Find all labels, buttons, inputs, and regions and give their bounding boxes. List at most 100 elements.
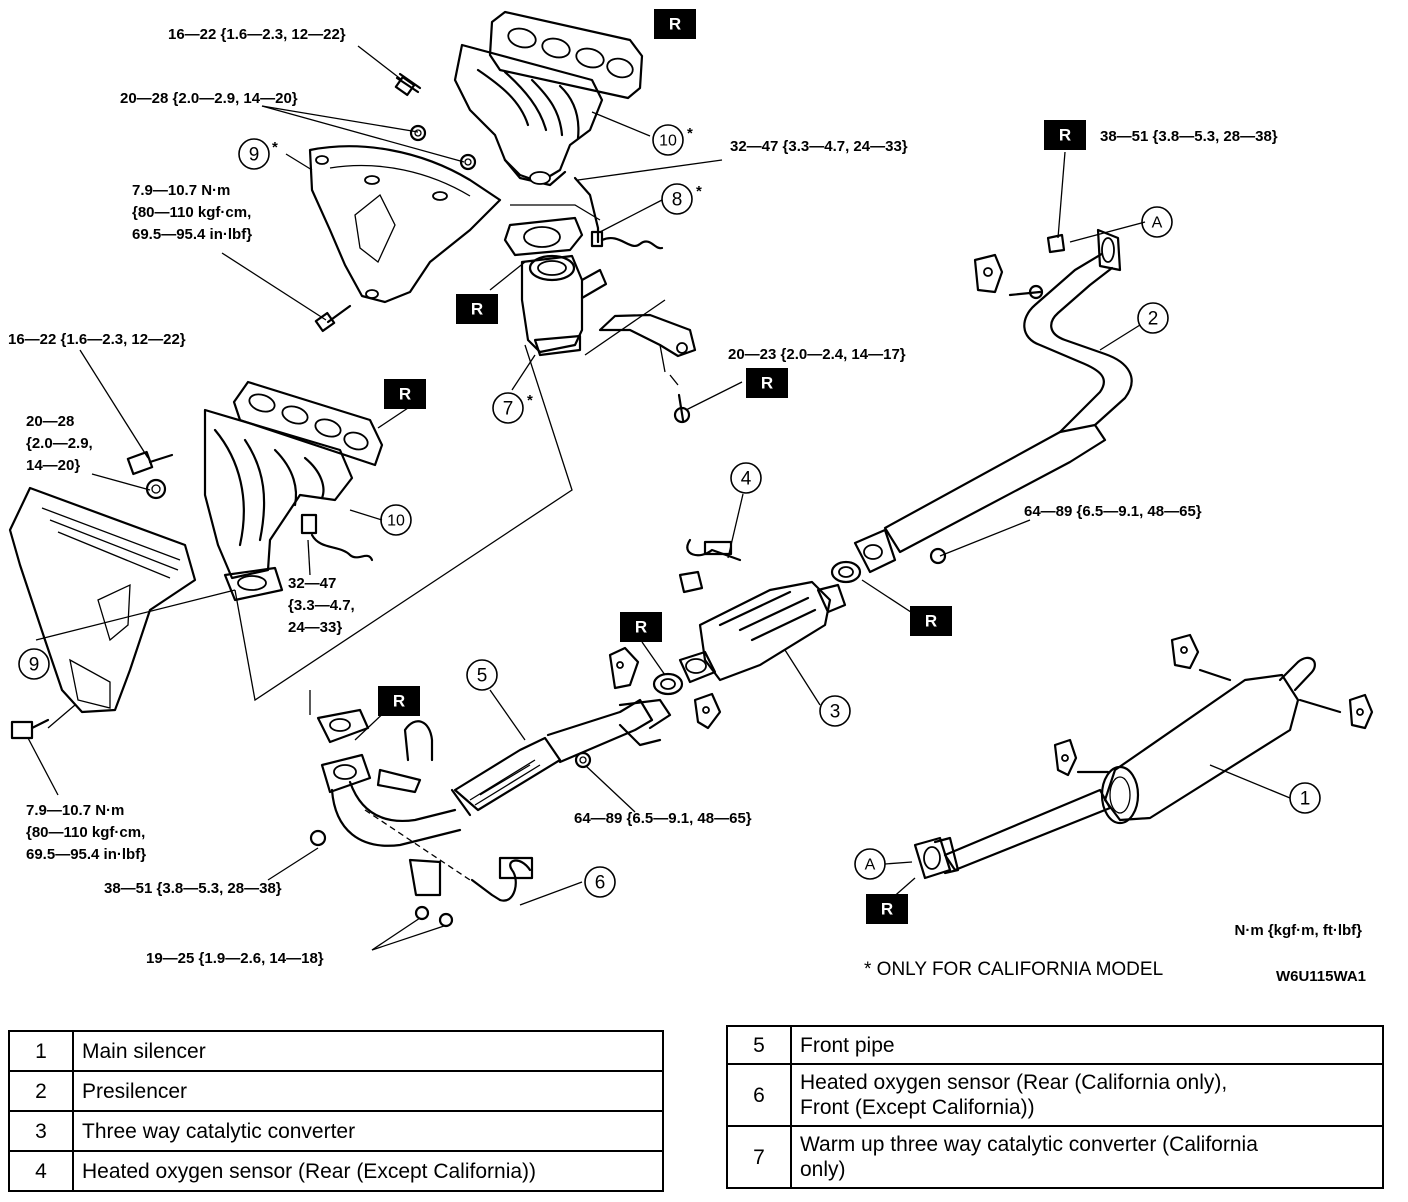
torque-spec-label: 20—28 {2.0—2.9, 14—20} xyxy=(120,90,298,107)
svg-text:R: R xyxy=(761,374,773,393)
svg-text:5: 5 xyxy=(477,666,488,687)
lower-oxygen-sensor xyxy=(300,513,374,562)
svg-text:20—28 {2.0—2.9, 14—20}: 20—28 {2.0—2.9, 14—20} xyxy=(120,90,298,107)
svg-text:3: 3 xyxy=(830,702,841,723)
callout-7: 7* xyxy=(492,392,533,424)
lower-exhaust-manifold xyxy=(203,408,354,602)
part-name: Main silencer xyxy=(72,1030,664,1072)
replace-marker-icon: R xyxy=(620,612,662,642)
part-number: 7 xyxy=(726,1125,792,1189)
warm-up-three-way-catalytic-converter xyxy=(520,254,608,357)
table-row: 5 Front pipe xyxy=(726,1025,1384,1065)
hanger-rod xyxy=(1076,668,1342,774)
svg-text:20—28 {2.0—2.9, 14: 20—28 {2.0—2.9, 14—20} xyxy=(26,413,97,474)
callout-a-lower: A xyxy=(854,848,886,880)
svg-text:10: 10 xyxy=(659,133,677,150)
callout-1: 1 xyxy=(1289,782,1321,814)
table-row: 3 Three way catalytic converter xyxy=(8,1110,664,1152)
nut-icon xyxy=(929,547,947,565)
view-divider xyxy=(234,344,573,715)
svg-text:*: * xyxy=(687,125,693,142)
svg-text:*: * xyxy=(696,183,702,200)
oxygen-sensor-8 xyxy=(573,176,664,250)
part-number: 5 xyxy=(726,1025,792,1065)
presilencer xyxy=(853,228,1133,574)
svg-text:64—89 {6.5—9.1, 48—65}: 64—89 {6.5—9.1, 48—65} xyxy=(574,810,752,827)
bolt-icon xyxy=(394,72,422,97)
svg-text:10: 10 xyxy=(387,513,405,530)
rubber-hanger-icon xyxy=(693,692,722,730)
svg-text:16—22 {1.6—2.3, 12—22}: 16—22 {1.6—2.3, 12—22} xyxy=(8,331,186,348)
replace-marker-icon: R xyxy=(1044,120,1086,150)
torque-spec-label: 38—51 {3.8—5.3, 28—38} xyxy=(1100,128,1278,145)
warm-up-catalytic-converter-gasket xyxy=(503,216,584,257)
nut-icon xyxy=(574,751,592,769)
part-name: Warm up three way catalytic converter (C… xyxy=(790,1125,1384,1189)
svg-text:R: R xyxy=(471,300,483,319)
replace-marker-icon: R xyxy=(654,9,696,39)
svg-text:7.9—10.7 N·m {80—110 kgf: 7.9—10.7 N·m {80—110 kgf·cm, 69.5—95.4 i… xyxy=(132,182,255,243)
svg-text:2: 2 xyxy=(1148,309,1159,330)
nut-icon xyxy=(459,153,477,171)
part-name-line: only) xyxy=(800,1158,846,1181)
rubber-hanger-icon xyxy=(1348,693,1374,730)
replace-marker-icon: R xyxy=(384,379,426,409)
svg-text:32—47 {3.3—4.7, 24: 32—47 {3.3—4.7, 24—33} xyxy=(288,575,359,636)
callout-8: 8* xyxy=(661,183,702,215)
svg-text:38—51 {3.8—5.3, 28—38}: 38—51 {3.8—5.3, 28—38} xyxy=(1100,128,1278,145)
callout-9-upper: 9* xyxy=(238,138,278,170)
table-row: 4 Heated oxygen sensor (Rear (Except Cal… xyxy=(8,1150,664,1192)
torque-spec-label: 20—23 {2.0—2.4, 14—17} xyxy=(728,346,906,363)
replace-marker-icon: R xyxy=(456,294,498,324)
table-row: 2 Presilencer xyxy=(8,1070,664,1112)
part-name: Three way catalytic converter xyxy=(72,1110,664,1152)
svg-text:9: 9 xyxy=(249,145,260,166)
svg-text:R: R xyxy=(1059,126,1071,145)
view-divider xyxy=(510,204,666,356)
lower-exhaust-manifold-gasket xyxy=(232,380,384,467)
bolt-icon xyxy=(1008,284,1044,300)
parts-table-left: 1 Main silencer 2 Presilencer 3 Three wa… xyxy=(8,1030,664,1192)
svg-text:R: R xyxy=(925,612,937,631)
part-name-line: Front (Except California)) xyxy=(800,1096,1035,1119)
part-name: Presilencer xyxy=(72,1070,664,1112)
lower-heat-insulator xyxy=(8,486,197,714)
part-number: 3 xyxy=(8,1110,74,1152)
part-name-line: Heated oxygen sensor (Rear (California o… xyxy=(800,1071,1228,1094)
figure-code: W6U115WA1 xyxy=(1276,968,1366,985)
torque-spec-label: 64—89 {6.5—9.1, 48—65} xyxy=(574,810,752,827)
callout-10-lower: 10 xyxy=(380,504,412,536)
bolt-icon xyxy=(314,304,352,333)
torque-spec-label: 64—89 {6.5—9.1, 48—65} xyxy=(1024,503,1202,520)
bolt-icon xyxy=(10,718,50,740)
leader-lines xyxy=(27,45,1291,951)
callout-6: 6 xyxy=(584,866,616,898)
callout-10-upper: 10 * xyxy=(652,124,693,156)
table-row: 1 Main silencer xyxy=(8,1030,664,1072)
units-note: N·m {kgf·m, ft·lbf} xyxy=(1235,922,1363,939)
part-name: Heated oxygen sensor (Rear (Except Calif… xyxy=(72,1150,664,1192)
svg-text:*: * xyxy=(272,139,278,156)
svg-text:R: R xyxy=(635,618,647,637)
catalytic-converter-gasket-front xyxy=(652,672,684,696)
svg-text:R: R xyxy=(881,900,893,919)
svg-text:R: R xyxy=(399,385,411,404)
california-note: * ONLY FOR CALIFORNIA MODEL xyxy=(864,959,1163,980)
torque-spec-label: 16—22 {1.6—2.3, 12—22} xyxy=(168,26,346,43)
torque-spec-label: 19—25 {1.9—2.6, 14—18} xyxy=(146,950,324,967)
callout-5: 5 xyxy=(466,659,498,691)
replace-marker-icon: R xyxy=(378,686,420,716)
svg-text:7: 7 xyxy=(503,399,514,420)
part-name-line: Front pipe xyxy=(800,1033,895,1057)
part-number: 2 xyxy=(8,1070,74,1112)
svg-text:32—47 {3.3—4.7, 24—33}: 32—47 {3.3—4.7, 24—33} xyxy=(730,138,908,155)
svg-text:19—25 {1.9—2.6, 14—18}: 19—25 {1.9—2.6, 14—18} xyxy=(146,950,324,967)
nut-icon xyxy=(309,829,327,847)
svg-text:64—89 {6.5—9.1, 48—65}: 64—89 {6.5—9.1, 48—65} xyxy=(1024,503,1202,520)
svg-text:1: 1 xyxy=(1300,789,1311,810)
svg-text:A: A xyxy=(1152,215,1163,232)
rubber-hanger-icon xyxy=(1053,738,1078,777)
svg-text:4: 4 xyxy=(741,469,752,490)
main-silencer xyxy=(913,656,1316,880)
callout-9-lower: 9 xyxy=(18,648,50,680)
